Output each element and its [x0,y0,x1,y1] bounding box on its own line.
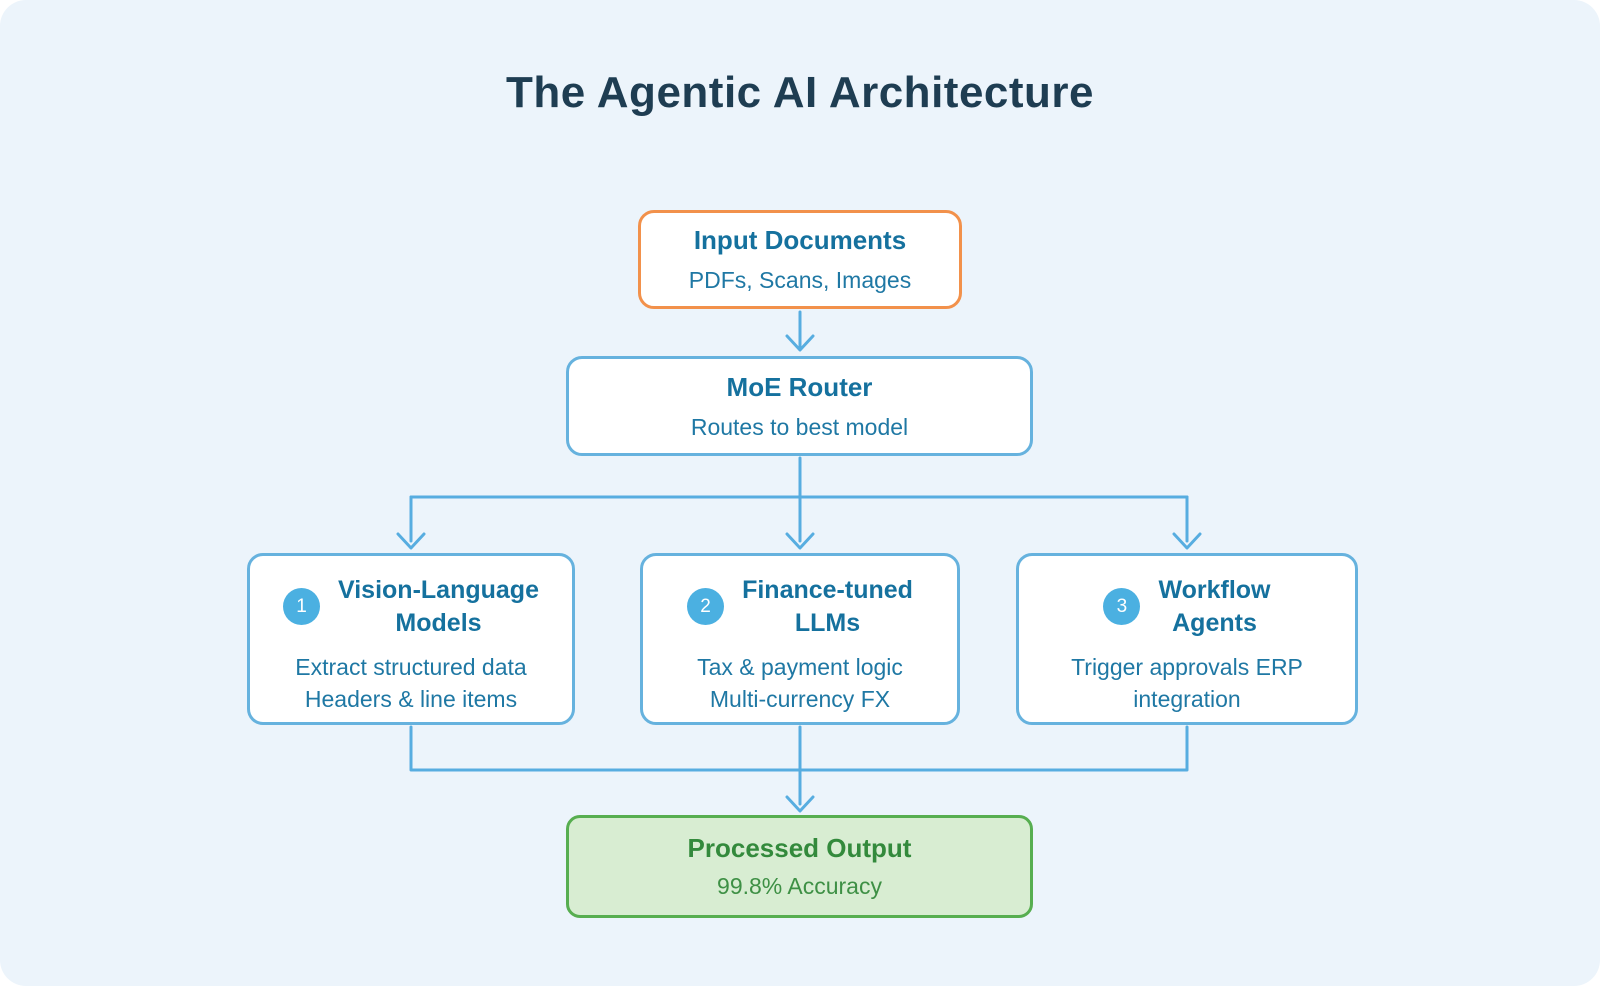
node-moe-router: MoE Router Routes to best model [566,356,1033,456]
node-vision-language-models: 1 Vision-Language Models Extract structu… [247,553,575,725]
moe-router-subtitle: Routes to best model [690,413,909,440]
expert-1-number-badge: 1 [283,588,321,625]
expert-3-header: 3 Workflow Agents [1019,574,1355,639]
expert-3-title: Workflow Agents [1158,576,1271,637]
expert-1-description: Extract structured data Headers & line i… [295,654,527,712]
node-workflow-agents: 3 Workflow Agents Trigger approvals ERP … [1016,553,1358,725]
connector-experts-merge [409,725,1189,772]
arrow-branch-right [1172,495,1202,550]
expert-2-header: 2 Finance-tuned LLMs [643,574,957,639]
input-documents-subtitle: PDFs, Scans, Images [688,267,912,293]
arrow-branch-center [785,495,815,550]
diagram-title: The Agentic AI Architecture [505,68,1095,117]
expert-1-header: 1 Vision-Language Models [250,574,572,639]
processed-output-title: Processed Output [687,833,912,863]
node-processed-output: Processed Output 99.8% Accuracy [566,815,1033,918]
node-input-documents: Input Documents PDFs, Scans, Images [638,210,962,309]
connector-router-branch [409,456,1189,499]
expert-2-description: Tax & payment logic Multi-currency FX [697,654,903,712]
expert-1-title: Vision-Language Models [338,576,539,637]
input-documents-title: Input Documents [693,225,907,255]
expert-2-number-badge: 2 [687,588,725,625]
moe-router-title: MoE Router [726,371,873,402]
arrow-input-to-router [785,310,815,352]
arrow-merge-to-output [785,768,815,813]
expert-3-description: Trigger approvals ERP integration [1071,654,1303,712]
processed-output-subtitle: 99.8% Accuracy [717,873,882,899]
arrow-branch-left [396,495,426,550]
expert-2-title: Finance-tuned LLMs [742,576,913,637]
node-finance-tuned-llms: 2 Finance-tuned LLMs Tax & payment logic… [640,553,960,725]
expert-3-number-badge: 3 [1103,588,1141,625]
